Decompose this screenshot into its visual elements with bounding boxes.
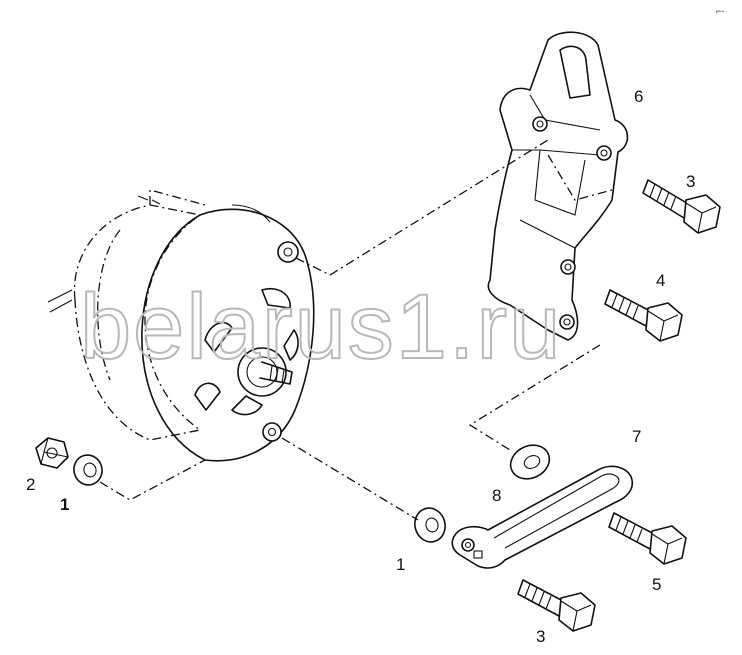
callout-1-left: 1 [60, 495, 69, 514]
callout-8: 8 [492, 486, 501, 505]
adjusting-strap [451, 465, 634, 569]
alternator [47, 189, 315, 462]
assembly-lines [99, 139, 613, 521]
corner-mark: ⌐- [716, 6, 724, 16]
callout-6: 6 [634, 87, 643, 106]
watermark: belarus1.ru [80, 276, 562, 378]
bolt-middle [604, 289, 683, 342]
bolt-upper [642, 179, 721, 234]
bolt-strap [608, 512, 687, 565]
washer-lower [414, 507, 446, 543]
callout-4: 4 [656, 271, 665, 290]
callout-7: 7 [632, 427, 641, 446]
washer-strap [509, 444, 551, 480]
bolt-lower [517, 579, 596, 632]
callout-3-upper: 3 [686, 172, 695, 191]
nut-left [35, 437, 69, 469]
callout-5: 5 [652, 575, 661, 594]
mounting-bracket [487, 31, 629, 341]
callout-2: 2 [26, 475, 35, 494]
callout-3-lower: 3 [536, 627, 545, 646]
callout-1-lower: 1 [396, 555, 405, 574]
washer-left [73, 454, 103, 486]
